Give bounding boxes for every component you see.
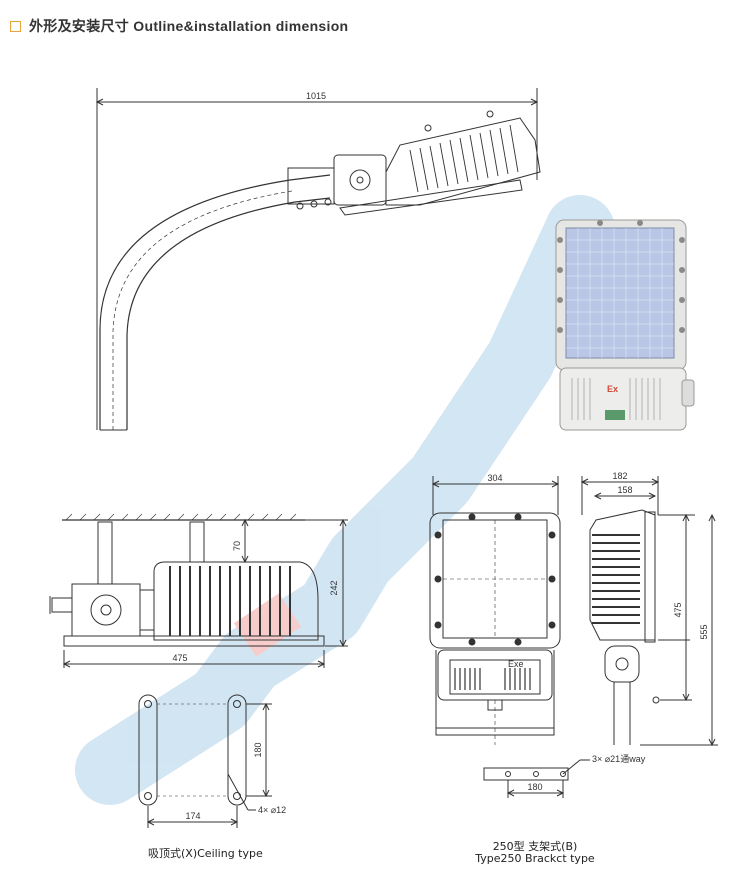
dim-ceiling-drop: 70 <box>232 541 242 551</box>
section-title: 外形及安装尺寸 Outline&installation dimension <box>29 18 349 34</box>
dim-front-width: 304 <box>487 473 502 483</box>
dim-hole-spacing: 174 <box>185 811 200 821</box>
dim-bracket-holes: 3× ⌀21通way <box>592 754 646 764</box>
dim-ceiling-height: 242 <box>329 580 339 595</box>
product-photo: Ex <box>555 219 695 431</box>
caption-ceiling-type: 吸顶式(X)Ceiling type <box>148 847 263 860</box>
watermark <box>75 195 615 805</box>
pole-mount-view <box>95 88 541 431</box>
ex-mark: Ex <box>607 384 618 394</box>
dim-total-length: 1015 <box>306 91 326 101</box>
ceiling-hole-plates <box>138 694 272 828</box>
dim-side-width-outer: 182 <box>612 471 627 481</box>
dim-hole-height: 180 <box>253 742 263 757</box>
section-header: 外形及安装尺寸 Outline&installation dimension <box>10 16 348 36</box>
bracket-plate <box>483 759 590 798</box>
dim-bracket-spacing: 180 <box>527 782 542 792</box>
caption-bracket-cn: 250型 支架式(B) <box>492 840 578 853</box>
caption-bracket-en: Type250 Brackct type <box>475 852 595 865</box>
dim-ceiling-holes: 4× ⌀12 <box>258 805 286 815</box>
dim-side-height-outer: 555 <box>699 624 709 639</box>
ceiling-side-view <box>49 513 348 668</box>
dim-side-height-inner: 475 <box>673 602 683 617</box>
bracket-front-view <box>429 476 561 745</box>
bracket-side-view <box>580 476 718 747</box>
square-bullet-icon <box>10 20 21 32</box>
dim-ceiling-length: 475 <box>172 653 187 663</box>
dim-side-width-inner: 158 <box>617 485 632 495</box>
ex-mark-small: Exe <box>508 659 524 669</box>
